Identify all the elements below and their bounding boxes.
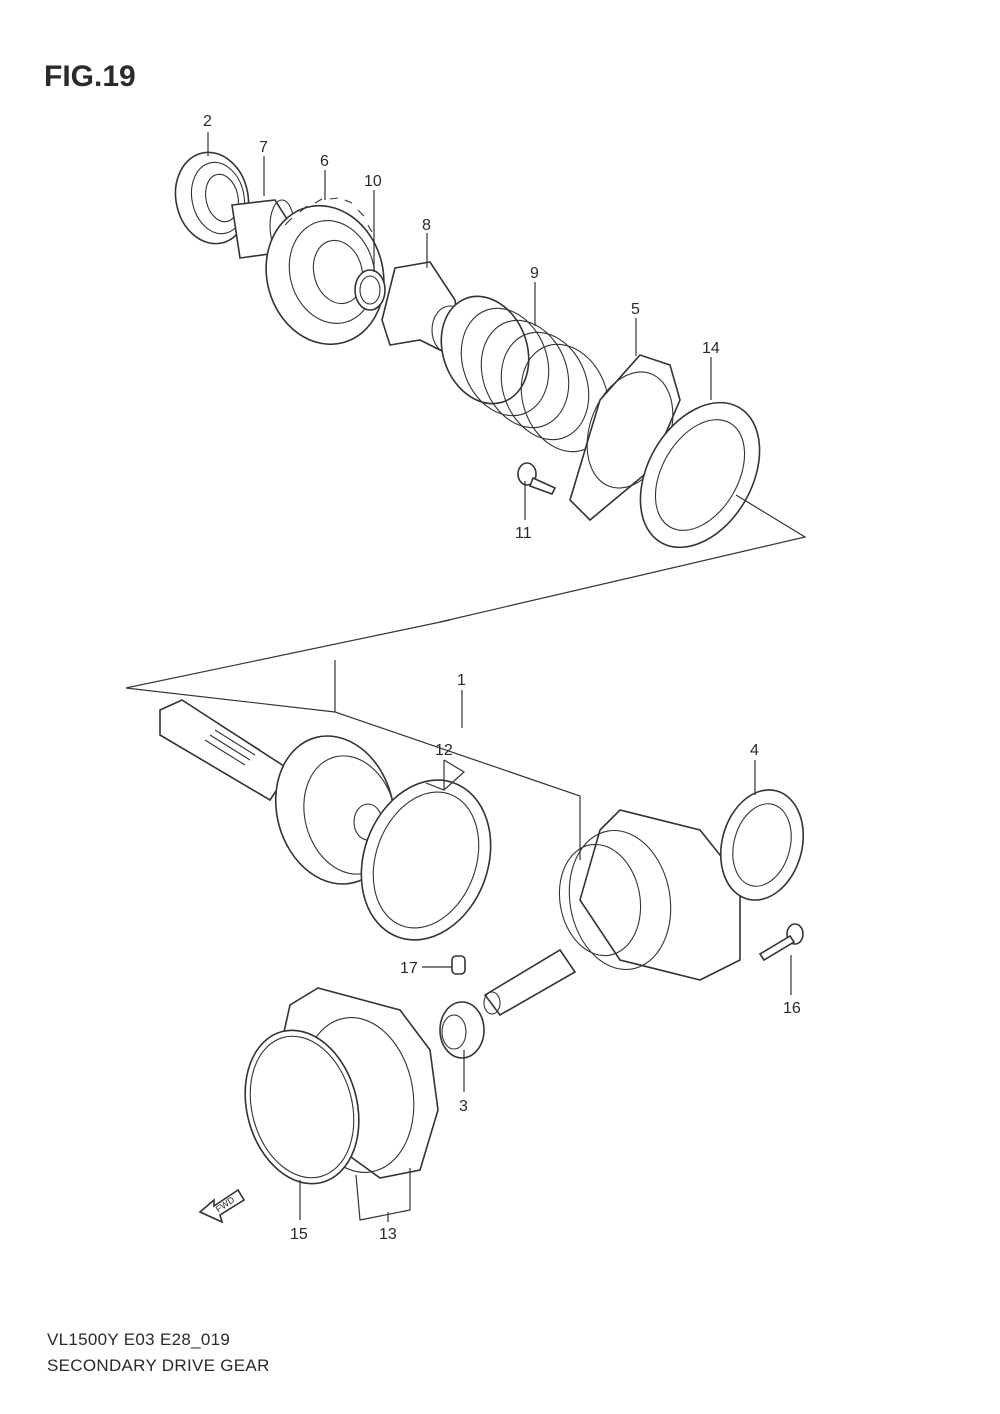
fwd-arrow-icon: FWD [198,1188,246,1224]
part-label-1: 1 [457,672,466,689]
part-11-bolt [517,462,557,495]
part-1-pinion-housing [483,809,741,1017]
part-label-13: 13 [379,1226,397,1243]
part-label-6: 6 [320,153,329,170]
part-6-gear [265,197,385,346]
part-2-bearing [174,151,250,245]
part-label-2: 2 [203,113,212,130]
figure-title: FIG.19 [44,60,136,93]
part-label-16: 16 [783,1000,801,1017]
part-3-collar [439,1001,485,1059]
part-15-o-ring [244,1029,360,1185]
part-label-9: 9 [530,265,539,282]
part-10-circlip [354,269,386,311]
part-label-3: 3 [459,1098,468,1115]
part-9-spring [440,295,610,453]
part-4-oil-seal [719,789,805,901]
model-code: VL1500Y E03 E28_019 [47,1330,231,1349]
part-label-12: 12 [435,742,453,759]
part-label-17: 17 [400,960,418,977]
diagram-caption: SECONDARY DRIVE GEAR [47,1356,270,1375]
part-label-11: 11 [515,525,532,542]
part-label-8: 8 [422,217,431,234]
part-label-14: 14 [702,340,720,357]
part-17-dowel-pin [451,955,466,975]
part-label-10: 10 [364,173,382,190]
part-label-7: 7 [259,139,268,156]
part-label-5: 5 [631,301,640,318]
part-12-shim [360,779,492,941]
part-label-4: 4 [750,742,759,759]
part-16-bolt [758,923,804,962]
part-label-15: 15 [290,1226,308,1243]
